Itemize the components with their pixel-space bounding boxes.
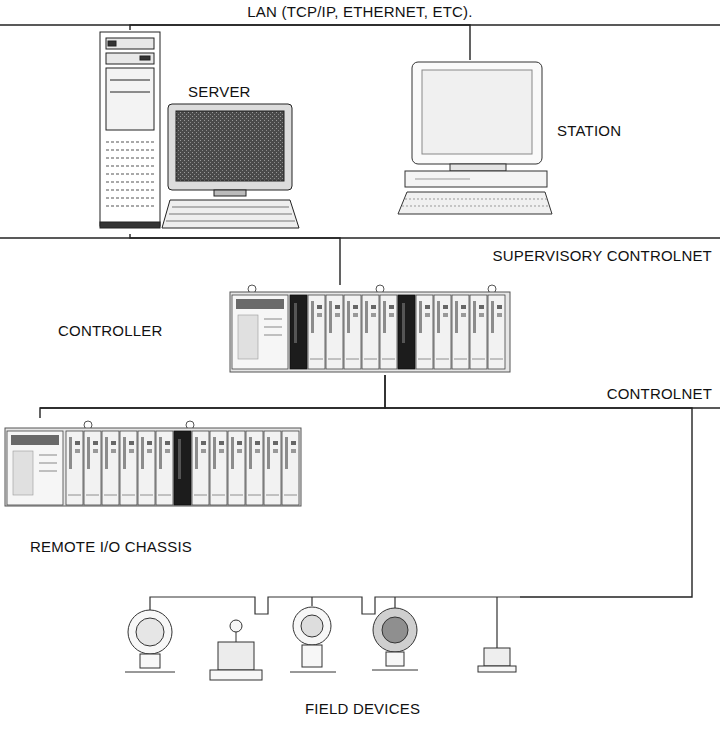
controller-node: CONTROLLER	[40, 285, 515, 375]
network-name: SUPERVISORY CONTROLNET	[491, 247, 714, 265]
server-node: SERVER	[96, 30, 257, 234]
node-label: STATION	[557, 122, 621, 140]
server-tower	[100, 32, 160, 228]
network-connector	[130, 25, 470, 60]
network-name: CONTROLNET	[605, 385, 714, 403]
node-label: FIELD DEVICES	[305, 700, 420, 718]
station-computer	[398, 62, 552, 214]
node-label: SERVER	[188, 83, 251, 101]
server-terminal	[162, 104, 299, 228]
remote-io-chassis	[5, 421, 301, 506]
network-connector	[385, 375, 692, 597]
network-name: LAN (TCP/IP, ETHERNET, ETC).	[245, 3, 474, 21]
network-connector	[130, 234, 340, 285]
controller-chassis	[230, 285, 510, 372]
node-label: REMOTE I/O CHASSIS	[30, 538, 192, 556]
field-device-wiring	[150, 597, 520, 648]
remote-io-node: REMOTE I/O CHASSIS	[5, 418, 305, 562]
node-label: CONTROLLER	[58, 322, 163, 340]
field-devices	[125, 607, 516, 680]
network-connector	[40, 375, 385, 418]
network-bus	[0, 25, 720, 408]
station-node: STATION	[395, 60, 635, 220]
field-devices-node: FIELD DEVICES	[110, 585, 520, 725]
